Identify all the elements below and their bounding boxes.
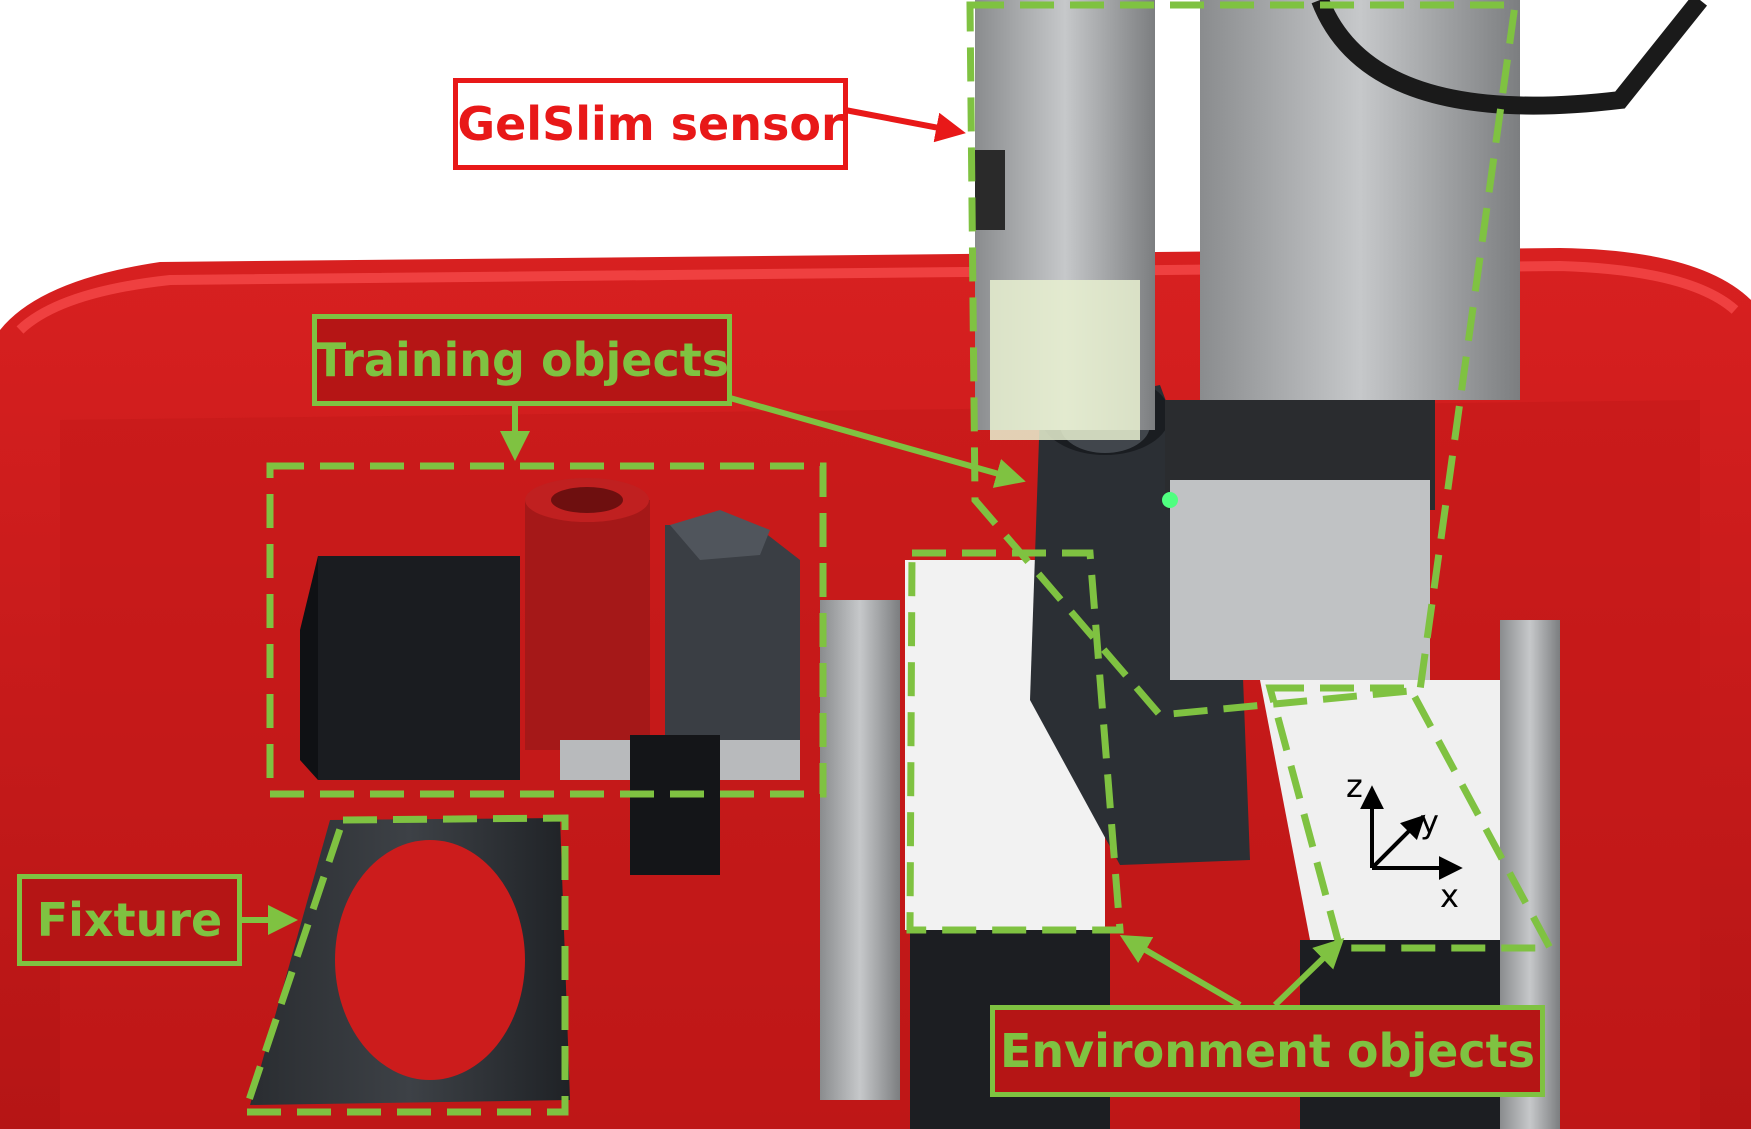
axis-x-label: x [1440,877,1459,915]
axis-z-label: z [1346,767,1363,805]
env-arrow-right [1272,937,1345,1008]
training-objects-box [266,462,827,798]
axis-y-label: y [1420,803,1439,841]
annotation-boxes [240,1,1556,1116]
training-objects-label: Training objects [312,314,732,406]
env-box-left [906,549,1124,934]
fixture-object [250,818,570,1105]
gelslim-arrow [844,107,966,143]
fixture-box [240,814,569,1116]
gelslim-sensor-label: GelSlim sensor [453,78,848,170]
env-arrow-left [1119,934,1242,1008]
axis-glyph [1360,785,1463,880]
fixture-label: Fixture [17,874,242,966]
training-arrow-right [729,395,1026,488]
gripper-box [966,1,1520,719]
training-objects [300,478,800,875]
environment-objects-label: Environment objects [990,1005,1545,1097]
bin-rim [16,260,1739,334]
